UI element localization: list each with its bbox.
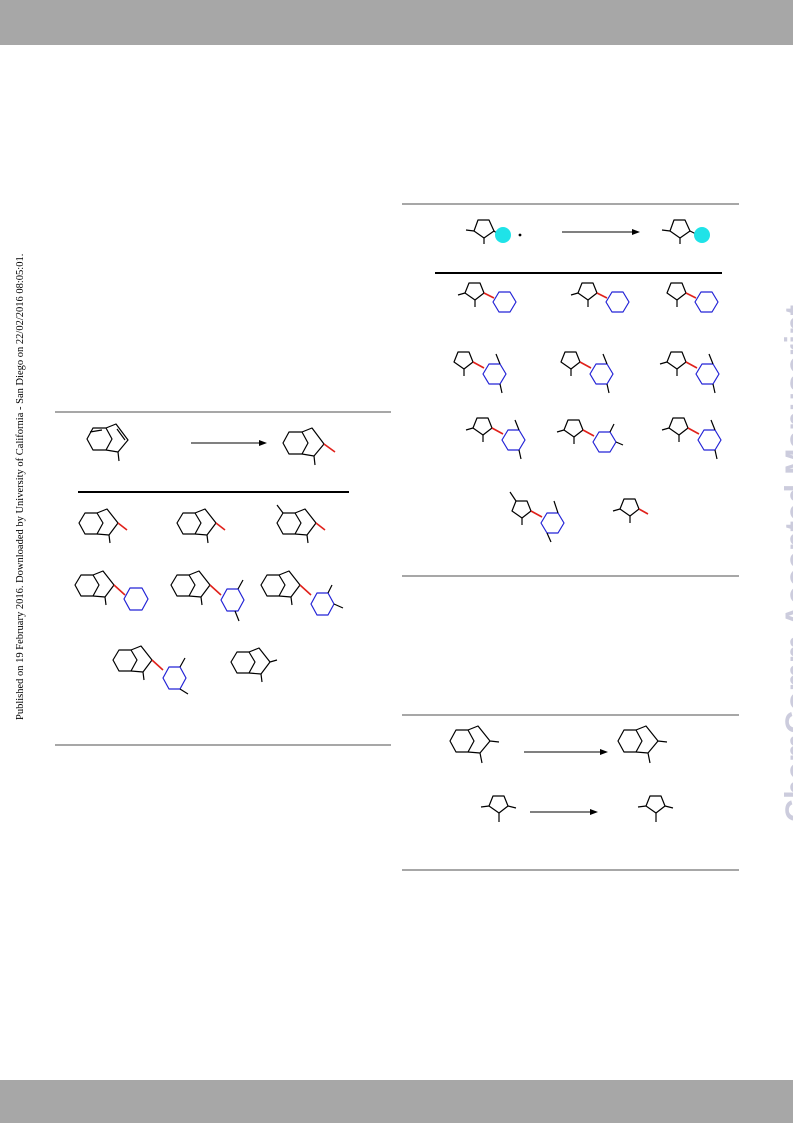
arrowhead-icon — [600, 749, 608, 755]
product-3 — [276, 504, 326, 544]
scheme-1-top-rule — [55, 411, 391, 413]
scheme-3-top-rule — [402, 714, 739, 716]
pyrrole-product-2 — [570, 282, 630, 313]
pyrrole-product-10 — [509, 491, 565, 543]
header-band — [0, 0, 793, 45]
arrowhead-icon — [259, 440, 267, 446]
pyrrole-product-3 — [666, 282, 719, 313]
pyrrole-product-11 — [612, 498, 649, 523]
cyan-highlight-dot — [694, 227, 710, 243]
pyrrole-product-1 — [457, 282, 517, 313]
pyrrole-coupling-scheme — [453, 219, 722, 543]
product-7 — [112, 645, 189, 695]
pyrrole-product-4 — [453, 351, 507, 394]
scheme-1-bottom-rule — [55, 744, 391, 746]
accepted-manuscript-watermark: ChemComm Accepted Manuscript — [778, 304, 793, 822]
indole-product-3 — [617, 725, 668, 764]
cyan-highlight-dot — [495, 227, 511, 243]
pyrrole-product-5 — [560, 351, 614, 394]
indole-starting-material — [86, 423, 129, 462]
scheme-3-bottom-rule — [402, 869, 739, 871]
product-1 — [78, 508, 128, 544]
scheme-2-top-rule — [402, 203, 739, 205]
pyrrole-product — [661, 219, 710, 244]
indole-coupling-scheme — [74, 423, 344, 695]
indole-substrate-3 — [449, 725, 500, 764]
pyrrole-starting-material — [465, 219, 522, 244]
footer-band — [0, 1080, 793, 1123]
product-8 — [230, 647, 278, 683]
product-2 — [176, 508, 226, 544]
scheme-2-separator — [435, 272, 722, 274]
scheme-1-separator — [78, 491, 349, 493]
reference-reactions-scheme — [449, 725, 674, 822]
arrowhead-icon — [632, 229, 640, 235]
product-5 — [170, 570, 245, 622]
pyrrole-product-6 — [659, 351, 720, 394]
product-4 — [74, 570, 149, 611]
pyrrole-substrate-4 — [480, 795, 517, 822]
pyrrole-product-8 — [556, 419, 624, 453]
plus-sign — [518, 233, 522, 237]
publication-note: Published on 19 February 2016. Downloade… — [15, 253, 26, 720]
pyrrole-product-9 — [661, 417, 722, 460]
indole-product — [282, 427, 336, 466]
arrowhead-icon — [590, 809, 598, 815]
pyrrole-product-4b — [637, 795, 674, 822]
pyrrole-product-7 — [465, 417, 526, 460]
scheme-2-bottom-rule — [402, 575, 739, 577]
product-6 — [260, 570, 344, 616]
